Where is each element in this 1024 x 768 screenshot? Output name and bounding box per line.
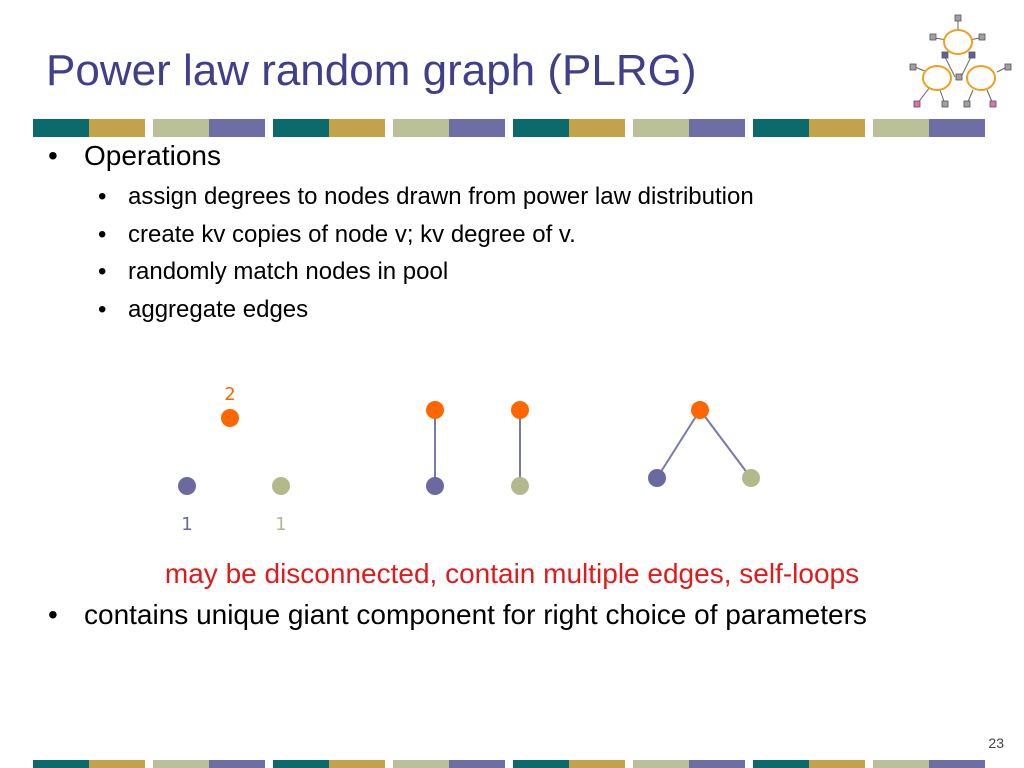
stripe-segment — [33, 760, 89, 768]
stripe-segment — [809, 760, 865, 768]
bullet-giant-component-text: contains unique giant component for righ… — [84, 599, 867, 630]
slide-title: Power law random graph (PLRG) — [46, 46, 697, 95]
stripe-segment — [569, 119, 625, 137]
bullet-list-operations: assign degrees to nodes drawn from power… — [98, 178, 754, 328]
orange-node — [221, 409, 239, 427]
bullet-operation: randomly match nodes in pool — [98, 253, 754, 291]
stripe-segment — [153, 760, 209, 768]
bullet-giant-component: • contains unique giant component for ri… — [46, 598, 946, 632]
stripe-segment — [273, 760, 329, 768]
bullet-list-main: Operations — [46, 136, 221, 176]
edge — [656, 409, 701, 479]
stripe-segment — [929, 760, 985, 768]
stripe-segment — [633, 119, 689, 137]
plrg-diagram: 2 1 1 — [178, 384, 760, 535]
page-number: 23 — [988, 735, 1004, 751]
stripe-segment — [449, 760, 505, 768]
sage-degree-label: 1 — [275, 514, 286, 535]
stripe-segment — [89, 760, 145, 768]
stripe-segment — [33, 119, 89, 137]
stripe-segment — [209, 119, 265, 137]
stripe-segment — [513, 760, 569, 768]
stripe-segment — [209, 760, 265, 768]
sage-node — [742, 469, 760, 487]
purple-node — [426, 477, 444, 495]
bullet-operations: Operations — [46, 136, 221, 176]
orange-node — [691, 401, 709, 419]
stripe-segment — [569, 760, 625, 768]
bullet-operation: create kv copies of node v; kv degree of… — [98, 216, 754, 254]
stripe-segment — [753, 119, 809, 137]
sage-node — [272, 477, 290, 495]
stripe-segment — [393, 760, 449, 768]
stripe-segment — [449, 119, 505, 137]
stripe-segment — [689, 119, 745, 137]
stripe-segment — [513, 119, 569, 137]
stripe-segment — [753, 760, 809, 768]
warning-text: may be disconnected, contain multiple ed… — [164, 558, 860, 589]
purple-node — [648, 469, 666, 487]
decorative-stripe-bottom — [33, 760, 985, 768]
stripe-segment — [393, 119, 449, 137]
stripe-segment — [809, 119, 865, 137]
sage-node — [511, 477, 529, 495]
stripe-segment — [873, 760, 929, 768]
stripe-segment — [689, 760, 745, 768]
edge — [699, 409, 752, 479]
stripe-segment — [633, 760, 689, 768]
purple-node — [178, 477, 196, 495]
stripe-segment — [329, 119, 385, 137]
bullet-operation: assign degrees to nodes drawn from power… — [98, 178, 754, 216]
network-logo-icon — [909, 14, 1012, 108]
bullet-operation: aggregate edges — [98, 291, 754, 329]
stripe-segment — [873, 119, 929, 137]
stripe-segment — [273, 119, 329, 137]
stripe-segment — [929, 119, 985, 137]
purple-degree-label: 1 — [181, 514, 192, 535]
stripe-segment — [329, 760, 385, 768]
orange-degree-label: 2 — [224, 384, 235, 405]
orange-node-copy — [511, 401, 529, 419]
decorative-stripe-top — [33, 119, 985, 137]
stripe-segment — [89, 119, 145, 137]
stripe-segment — [153, 119, 209, 137]
orange-node-copy — [426, 401, 444, 419]
bullet-dot: • — [48, 599, 58, 630]
